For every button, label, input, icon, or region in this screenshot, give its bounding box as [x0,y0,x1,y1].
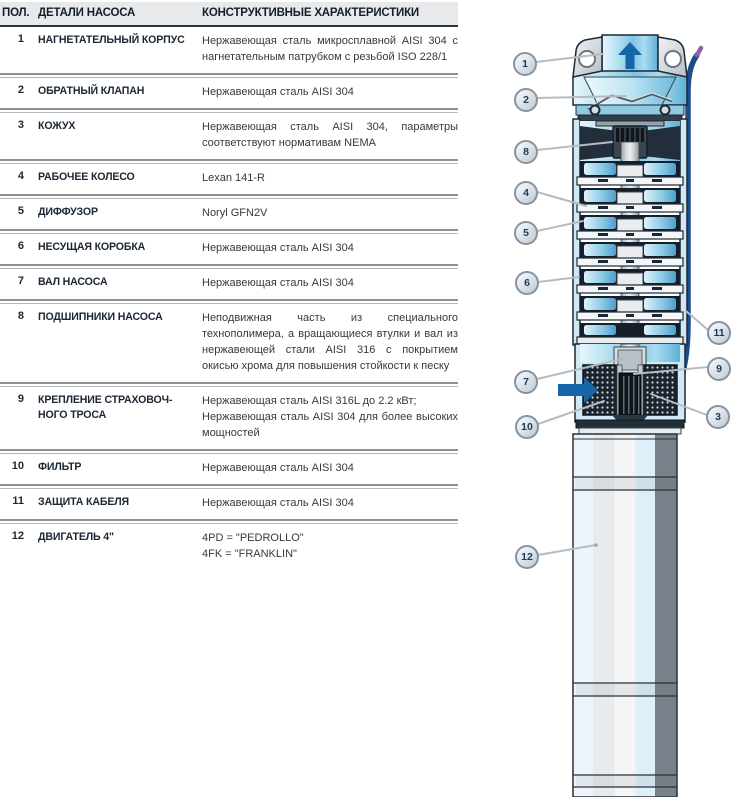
row-part: НЕСУЩАЯ КОРОБКА [38,241,146,253]
row-position: 4 [17,170,24,182]
row-part: КОЖУХ [38,120,76,132]
table-row: 4 РАБОЧЕЕ КОЛЕСО Lexan 141-R [0,164,458,194]
row-spec: Нержавеющая сталь AISI 304 [202,277,354,289]
row-part: ФИЛЬТР [38,461,82,473]
row-divider [0,264,458,269]
row-part: ЗАЩИТА КАБЕЛЯ [38,496,129,508]
row-position: 11 [12,495,24,507]
shaft-coupling [618,372,642,418]
callout-3: 3 [706,405,730,429]
pump-diagram: 1 2 8 4 5 6 7 10 12 11 9 3 [500,25,734,797]
row-position: 9 [17,393,24,405]
row-position: 2 [17,84,24,96]
row-divider [0,449,458,454]
discharge-head [572,34,688,106]
row-spec: Lexan 141-R [202,172,265,184]
table-row: 5 ДИФФУЗОР Noryl GFN2V [0,199,458,229]
row-spec: Нержавеющая сталь микросплавной AISI 304… [202,35,458,63]
row-part: ПОДШИПНИКИ НАСОСА [38,311,163,323]
callout-6: 6 [515,271,539,295]
table-row: 10 ФИЛЬТР Нержавеющая сталь AISI 304 [0,454,458,484]
table-row: 9 КРЕПЛЕНИЕ СТРАХОВОЧ- НОГО ТРОСА Нержав… [0,387,458,449]
row-divider [0,382,458,387]
col-header-part: ДЕТАЛИ НАСОСА [38,7,136,19]
row-part: РАБОЧЕЕ КОЛЕСО [38,171,135,183]
row-divider [0,108,458,113]
lifting-eye-right [664,50,682,68]
callout-5: 5 [514,221,538,245]
impeller-stack [576,161,684,345]
row-part: ДВИГАТЕЛЬ 4" [38,531,114,543]
row-position: 8 [17,310,24,322]
row-spec: Неподвижная часть из специального техноп… [202,312,458,372]
suction-filter-section [558,343,686,435]
callout-8: 8 [514,140,538,164]
table-row: 6 НЕСУЩАЯ КОРОБКА Нержавеющая сталь AISI… [0,234,458,264]
row-spec: Нержавеющая сталь AISI 304 [202,242,354,254]
row-spec: Noryl GFN2V [202,207,268,219]
table-header-row: ПОЛ. ДЕТАЛИ НАСОСА КОНСТРУКТИВНЫЕ ХАРАКТ… [0,2,458,27]
callout-12: 12 [515,545,539,569]
parts-table: ПОЛ. ДЕТАЛИ НАСОСА КОНСТРУКТИВНЫЕ ХАРАКТ… [0,2,458,570]
row-divider [0,159,458,164]
row-divider [0,229,458,234]
callout-4: 4 [514,181,538,205]
row-spec: 4PD = "PEDROLLO" 4FK = "FRANKLIN" [202,532,304,560]
callout-9: 9 [707,357,731,381]
callout-7: 7 [514,370,538,394]
row-divider [0,299,458,304]
row-position: 1 [17,33,24,45]
lifting-eye-left [578,50,596,68]
cable-tip [694,45,704,58]
row-part: КРЕПЛЕНИЕ СТРАХОВОЧ- НОГО ТРОСА [38,394,173,421]
row-position: 5 [17,205,24,217]
row-part: ДИФФУЗОР [38,206,98,218]
callout-10: 10 [515,415,539,439]
row-divider [0,194,458,199]
motor-body [572,433,678,797]
check-valve [575,92,685,122]
row-position: 7 [17,275,24,287]
row-position: 10 [11,460,24,472]
callout-11: 11 [707,321,731,345]
col-header-spec: КОНСТРУКТИВНЫЕ ХАРАКТЕРИСТИКИ [202,7,419,19]
table-row: 2 ОБРАТНЫЙ КЛАПАН Нержавеющая сталь AISI… [0,78,458,108]
callout-1: 1 [513,52,537,76]
row-part: ВАЛ НАСОСА [38,276,108,288]
table-row: 12 ДВИГАТЕЛЬ 4" 4PD = "PEDROLLO" 4FK = "… [0,524,458,570]
row-spec: Нержавеющая сталь AISI 304 [202,462,354,474]
callout-2: 2 [514,88,538,112]
row-spec: Нержавеющая сталь AISI 304 [202,86,354,98]
table-row: 1 НАГНЕТАТЕЛЬНЫЙ КОРПУС Нержавеющая стал… [0,27,458,73]
table-row: 7 ВАЛ НАСОСА Нержавеющая сталь AISI 304 [0,269,458,299]
table-row: 3 КОЖУХ Нержавеющая сталь AISI 304, пара… [0,113,458,159]
col-header-position: ПОЛ. [2,7,30,19]
row-position: 6 [17,240,24,252]
row-part: ОБРАТНЫЙ КЛАПАН [38,85,145,97]
row-divider [0,519,458,524]
row-position: 12 [11,530,24,542]
row-spec: Нержавеющая сталь AISI 304, параметры со… [202,121,458,149]
row-divider [0,73,458,78]
inlet-arrow-icon [558,377,598,403]
discharge-arrow-icon [618,42,642,69]
table-row: 8 ПОДШИПНИКИ НАСОСА Неподвижная часть из… [0,304,458,382]
row-spec: Нержавеющая сталь AISI 304 [202,497,354,509]
table-row: 11 ЗАЩИТА КАБЕЛЯ Нержавеющая сталь AISI … [0,489,458,519]
callout-leader-lines [535,53,709,556]
row-position: 3 [17,119,24,131]
row-part: НАГНЕТАТЕЛЬНЫЙ КОРПУС [38,34,185,46]
row-divider [0,484,458,489]
row-spec: Нержавеющая сталь AISI 316L до 2.2 кВт; … [202,395,458,439]
pump-cross-section-drawing [535,34,709,797]
